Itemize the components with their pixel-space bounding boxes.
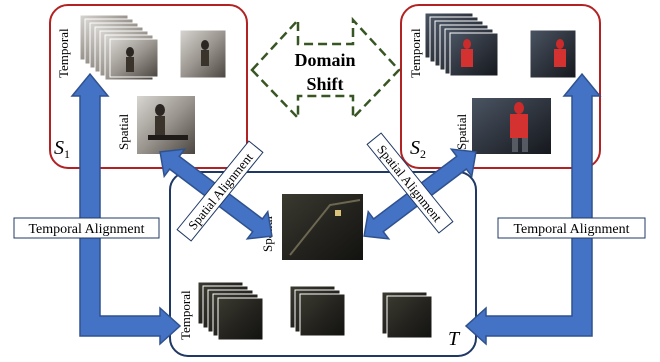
source-1-temporal-label: Temporal: [56, 28, 71, 78]
source-2-spatial-label: Spatial: [454, 114, 469, 150]
source-1-temporal-frame-small: [179, 29, 227, 79]
domain-shift-line-2: Shift: [306, 74, 343, 94]
source-2-temporal-frames: [424, 12, 499, 77]
temporal-alignment-arrow-left: [70, 72, 182, 346]
source-2-temporal-frame-small: [529, 29, 577, 79]
svg-text:Temporal Alignment: Temporal Alignment: [513, 222, 629, 237]
temporal-alignment-label-left: Temporal Alignment: [13, 217, 160, 239]
svg-text:Temporal Alignment: Temporal Alignment: [28, 222, 144, 237]
temporal-alignment-arrow-right: [464, 72, 602, 346]
source-2-temporal-label: Temporal: [408, 28, 423, 78]
source-1-spatial-frame: [137, 96, 195, 154]
source-1-temporal-frames: [79, 14, 159, 81]
source-2-label: S2: [410, 137, 426, 161]
target-temporal-frames: [197, 281, 433, 341]
target-temporal-label: Temporal: [178, 290, 193, 340]
source-1-spatial-label: Spatial: [116, 114, 131, 150]
target-spatial-frame: [282, 194, 363, 260]
target-label: T: [448, 328, 461, 350]
temporal-alignment-label-right: Temporal Alignment: [497, 217, 646, 239]
source-2-spatial-frame: [472, 98, 551, 154]
domain-shift-line-1: Domain: [294, 50, 355, 70]
domain-shift-arrow: [250, 16, 401, 122]
source-1-label: S1: [54, 137, 70, 161]
